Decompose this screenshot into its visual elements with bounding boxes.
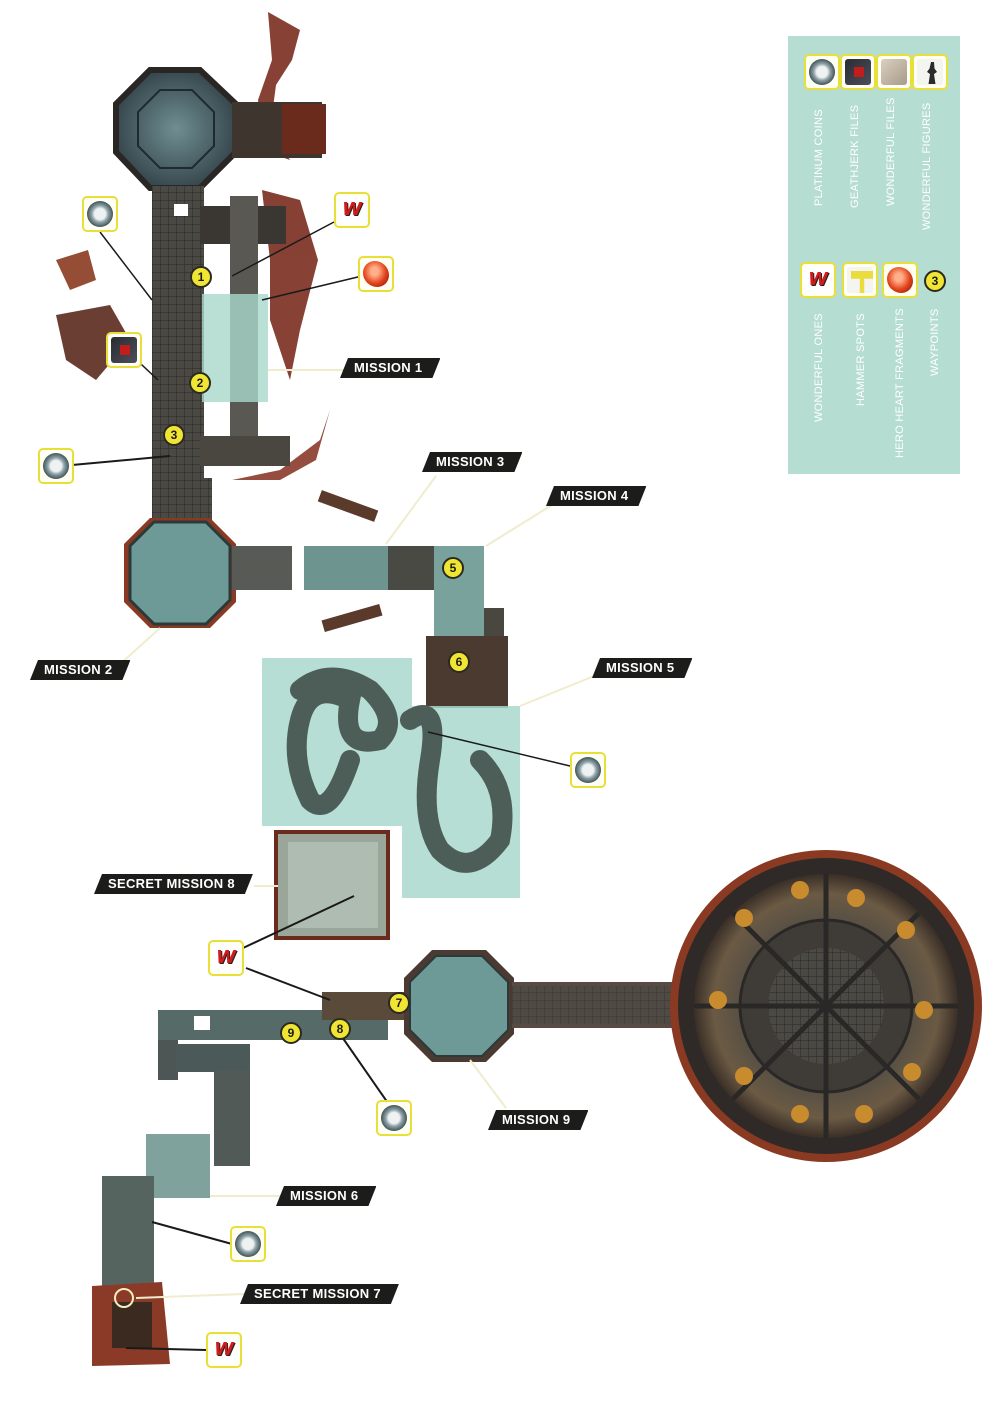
legend-wonderful-file-icon — [876, 54, 912, 90]
m2-corridor — [232, 546, 292, 590]
secret-mission7-floor — [112, 1302, 152, 1348]
legend-hammer-spot-icon — [842, 262, 878, 298]
lower-corridor-3 — [214, 1070, 250, 1166]
mission-3-label: MISSION 3 — [422, 452, 522, 472]
mission-9-label: MISSION 9 — [488, 1110, 588, 1130]
waypoint-3[interactable]: 3 — [163, 424, 185, 446]
m5-gate — [426, 636, 508, 708]
waypoint-7[interactable]: 7 — [388, 992, 410, 1014]
legend-label-platinum-coins: PLATINUM COINS — [813, 109, 825, 206]
mission-4-label: MISSION 4 — [546, 486, 646, 506]
geathjerk-file-icon[interactable] — [106, 332, 142, 368]
secret-mission8-inner — [288, 842, 378, 928]
legend-platinum-coin-icon — [804, 54, 840, 90]
lower-corridor-4 — [102, 1176, 154, 1286]
top-lower-corridor — [200, 436, 290, 466]
platinum-coin-icon[interactable] — [82, 196, 118, 232]
legend-label-wonderful-ones: WONDERFUL ONES — [813, 313, 825, 422]
top-octagon-room — [113, 67, 239, 191]
legend-wonderful-figure-icon — [912, 54, 948, 90]
waypoint-9[interactable]: 9 — [280, 1022, 302, 1044]
mission-6-label: MISSION 6 — [276, 1186, 376, 1206]
platinum-coin-icon[interactable] — [230, 1226, 266, 1262]
waypoint-5[interactable]: 5 — [442, 557, 464, 579]
legend-label-wonderful-files: WONDERFUL FILES — [885, 97, 897, 206]
wonderful-one-icon[interactable] — [208, 940, 244, 976]
top-opening — [174, 204, 188, 216]
boss-arena — [670, 850, 982, 1162]
m3-corridor — [304, 546, 390, 590]
waypoint-2[interactable]: 2 — [189, 372, 211, 394]
m2-entry — [152, 478, 212, 522]
mission-1-label: MISSION 1 — [340, 358, 440, 378]
waypoint-1[interactable]: 1 — [190, 266, 212, 288]
waypoint-6[interactable]: 6 — [448, 651, 470, 673]
mission5-area — [262, 658, 520, 898]
legend-panel: PLATINUM COINS GEATHJERK FILES WONDERFUL… — [788, 36, 960, 474]
secret-mission-7-label: SECRET MISSION 7 — [240, 1284, 399, 1304]
lower-corridor-2 — [176, 1044, 250, 1072]
legend-label-hero-heart-fragments: HERO HEART FRAGMENTS — [894, 308, 906, 458]
platinum-coin-icon[interactable] — [570, 752, 606, 788]
platinum-coin-icon[interactable] — [38, 448, 74, 484]
mission5-cave-path — [286, 667, 513, 873]
top-ledge — [282, 104, 326, 154]
mission9-octagon — [409, 955, 509, 1057]
legend-label-wonderful-figures: WONDERFUL FIGURES — [921, 102, 933, 230]
mission6-room — [146, 1134, 210, 1198]
mission-2-label: MISSION 2 — [30, 660, 130, 680]
mission1-area — [202, 294, 268, 402]
legend-wonderful-one-icon — [800, 262, 836, 298]
lower-drop — [158, 1040, 178, 1080]
legend-hero-heart-fragment-icon — [882, 262, 918, 298]
lower-opening — [194, 1016, 210, 1030]
waypoint-8[interactable]: 8 — [329, 1018, 351, 1040]
hero-heart-fragment-icon[interactable] — [358, 256, 394, 292]
wonderful-one-icon[interactable] — [334, 192, 370, 228]
m3-connector — [388, 546, 436, 590]
legend-label-geathjerk-files: GEATHJERK FILES — [849, 104, 861, 208]
secret-mission7-marker — [114, 1288, 134, 1308]
secret-mission-8-label: SECRET MISSION 8 — [94, 874, 253, 894]
legend-waypoint-marker: 3 — [924, 270, 946, 292]
wonderful-one-icon[interactable] — [206, 1332, 242, 1368]
platinum-coin-icon[interactable] — [376, 1100, 412, 1136]
legend-label-waypoints: WAYPOINTS — [929, 308, 941, 376]
debris-m3 — [317, 490, 383, 633]
legend-geathjerk-file-icon — [840, 54, 876, 90]
m4-step — [484, 608, 504, 638]
arena-bridge-grate — [512, 986, 684, 1024]
leader-lines — [71, 221, 605, 1351]
legend-label-hammer-spots: HAMMER SPOTS — [855, 313, 867, 406]
mission2-octagon — [124, 518, 236, 628]
mission-5-label: MISSION 5 — [592, 658, 692, 678]
